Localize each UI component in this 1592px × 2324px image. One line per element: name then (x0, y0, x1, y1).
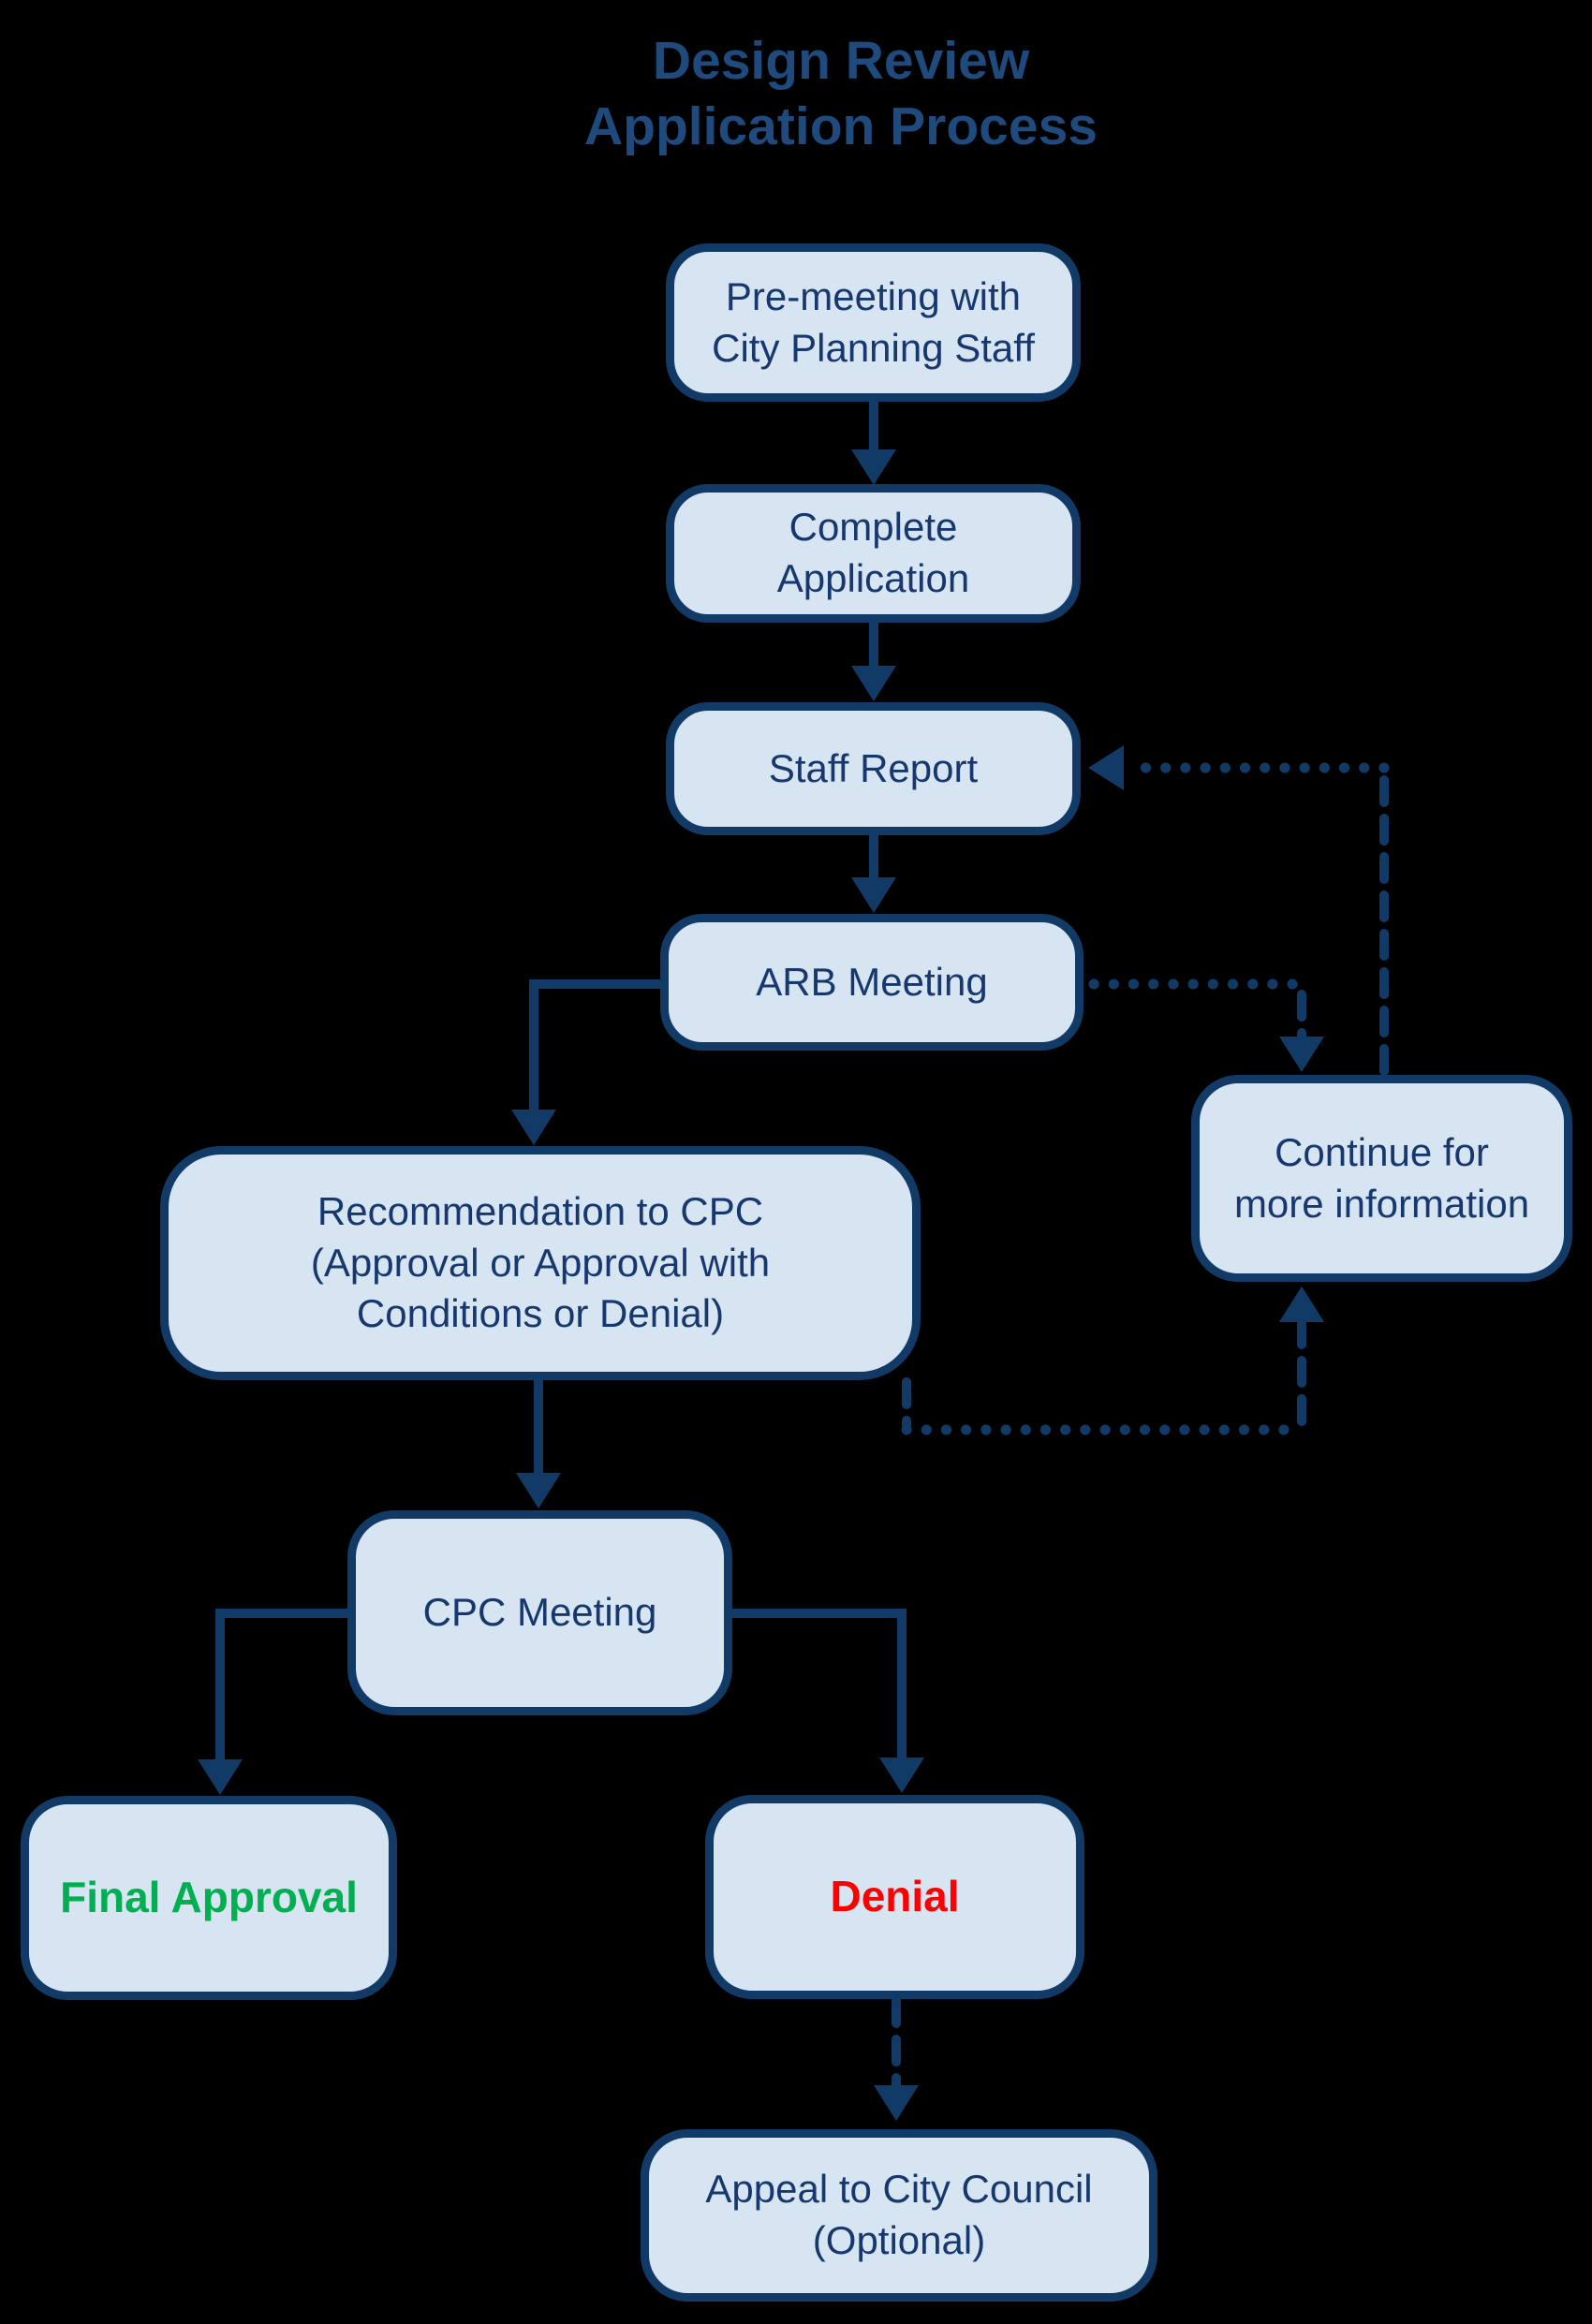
node-cpc-meeting-label: CPC Meeting (422, 1590, 657, 1635)
node-staff-report: Staff Report (666, 702, 1081, 835)
arrow-premeeting-to-complete (851, 402, 896, 485)
node-complete-application-label: Complete Application (776, 505, 970, 600)
node-denial: Denial (705, 1795, 1084, 1999)
node-continue-for-more-information: Continue for more information (1191, 1075, 1572, 1282)
arrow-recommendation-to-cpcmeeting (516, 1380, 561, 1508)
node-final-approval-label: Final Approval (60, 1873, 358, 1922)
node-appeal-to-city-council-label: Appeal to City Council (Optional) (705, 2167, 1093, 2262)
arrow-complete-to-staffreport (851, 623, 896, 701)
node-appeal-to-city-council: Appeal to City Council (Optional) (641, 2129, 1157, 2302)
node-final-approval: Final Approval (21, 1796, 397, 2000)
diagram-title: Design Review Application Process (373, 28, 1309, 159)
diagram-title-line2: Application Process (584, 96, 1098, 156)
node-pre-meeting: Pre-meeting with City Planning Staff (666, 243, 1081, 402)
node-arb-meeting-label: ARB Meeting (756, 959, 988, 1004)
arrow-arbmeeting-to-continue (1088, 978, 1324, 1072)
node-arb-meeting: ARB Meeting (660, 914, 1083, 1051)
arrow-recommendation-to-continue (901, 1287, 1324, 1435)
node-continue-for-more-information-label: Continue for more information (1233, 1129, 1530, 1226)
arrow-cpcmeeting-to-finalapproval (198, 1609, 347, 1795)
arrow-continue-to-staffreport (1088, 745, 1390, 1076)
node-recommendation-to-cpc: Recommendation to CPC (Approval or Appro… (160, 1146, 921, 1380)
node-complete-application: Complete Application (666, 484, 1081, 623)
arrow-cpcmeeting-to-denial (732, 1609, 924, 1793)
diagram-title-line1: Design Review (652, 31, 1030, 91)
node-cpc-meeting: CPC Meeting (347, 1510, 732, 1715)
arrow-arbmeeting-to-recommendation (511, 979, 660, 1145)
node-staff-report-label: Staff Report (768, 745, 979, 790)
arrow-denial-to-appeal (874, 1996, 919, 2121)
node-recommendation-to-cpc-label: Recommendation to CPC (Approval or Appro… (310, 1189, 771, 1336)
node-pre-meeting-label: Pre-meeting with City Planning Staff (712, 273, 1035, 370)
arrow-staffreport-to-arbmeeting (851, 835, 896, 913)
node-denial-label: Denial (830, 1872, 960, 1921)
